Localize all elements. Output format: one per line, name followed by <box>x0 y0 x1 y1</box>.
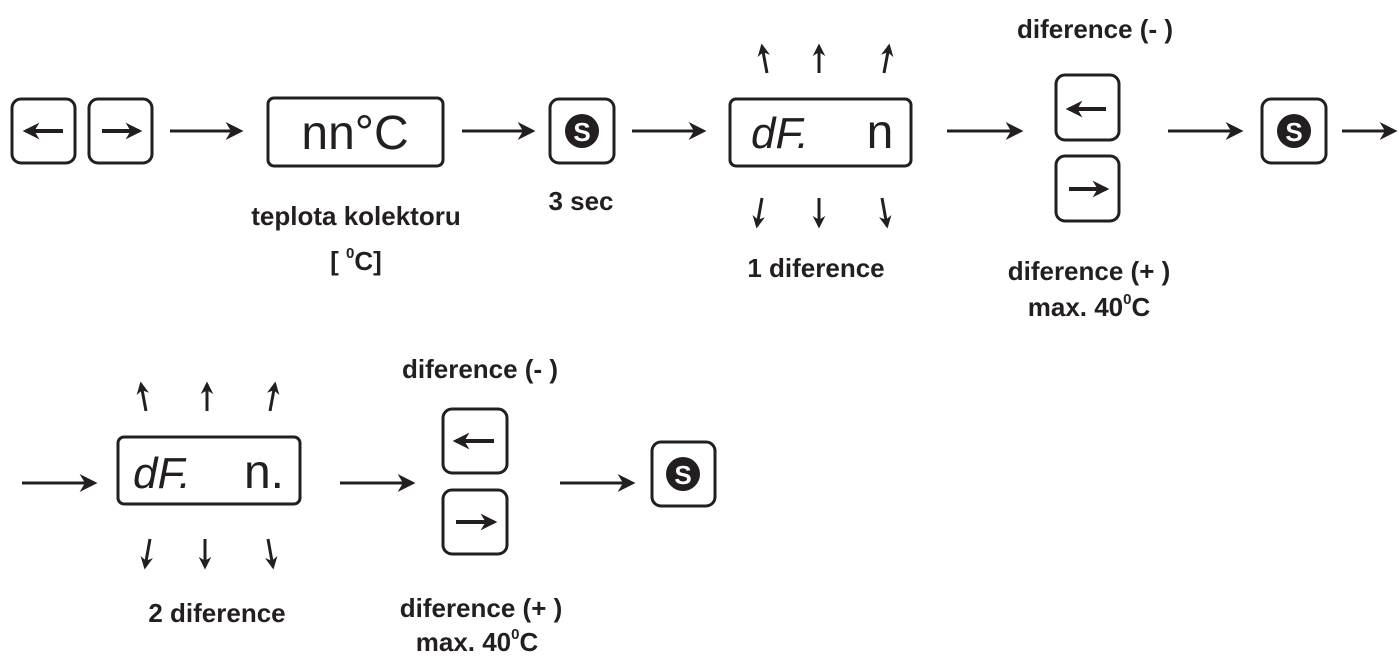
difference-code: dF. <box>751 109 809 158</box>
s-key-icon: S <box>548 97 616 165</box>
right-arrow-key-icon <box>441 488 509 556</box>
right-arrow-key-icon <box>87 97 154 165</box>
difference-plus-caption: diference (+ ) <box>1008 256 1171 286</box>
difference-number: n. <box>244 446 284 499</box>
left-arrow-key-icon <box>10 97 77 165</box>
collector-temperature-display: nn°C <box>266 96 445 168</box>
difference-number: n <box>867 106 894 159</box>
difference-1-display: dF. n <box>728 97 913 168</box>
difference-2-display: dF. n. <box>116 435 302 506</box>
difference-max-caption: max. 400C <box>416 626 539 657</box>
left-arrow-key-icon <box>441 407 509 475</box>
left-arrow-key-icon <box>1054 73 1121 142</box>
right-arrow-key-icon <box>1054 154 1121 223</box>
svg-text:S: S <box>1285 117 1302 147</box>
difference-plus-caption: diference (+ ) <box>400 593 563 623</box>
difference-2-caption: 2 diference <box>148 598 285 628</box>
hold-time-caption: 3 sec <box>548 186 613 216</box>
blink-arrows-bottom <box>752 197 892 229</box>
s-key-icon: S <box>1260 97 1328 165</box>
collector-temperature-value: nn°C <box>301 107 408 160</box>
blink-arrows-top <box>136 381 280 412</box>
s-key-icon: S <box>650 440 717 508</box>
collector-unit-caption: [ 0C] <box>330 245 382 276</box>
difference-minus-caption: diference (- ) <box>1017 14 1173 44</box>
difference-1-caption: 1 diference <box>747 253 884 283</box>
collector-temperature-caption: teplota kolektoru <box>251 201 460 231</box>
svg-text:S: S <box>573 117 590 147</box>
blink-arrows-bottom <box>140 538 278 570</box>
difference-minus-caption: diference (- ) <box>402 354 558 384</box>
difference-max-caption: max. 400C <box>1028 291 1151 322</box>
svg-text:S: S <box>674 460 691 490</box>
blink-arrows-top <box>757 43 894 74</box>
difference-code: dF. <box>133 449 191 498</box>
